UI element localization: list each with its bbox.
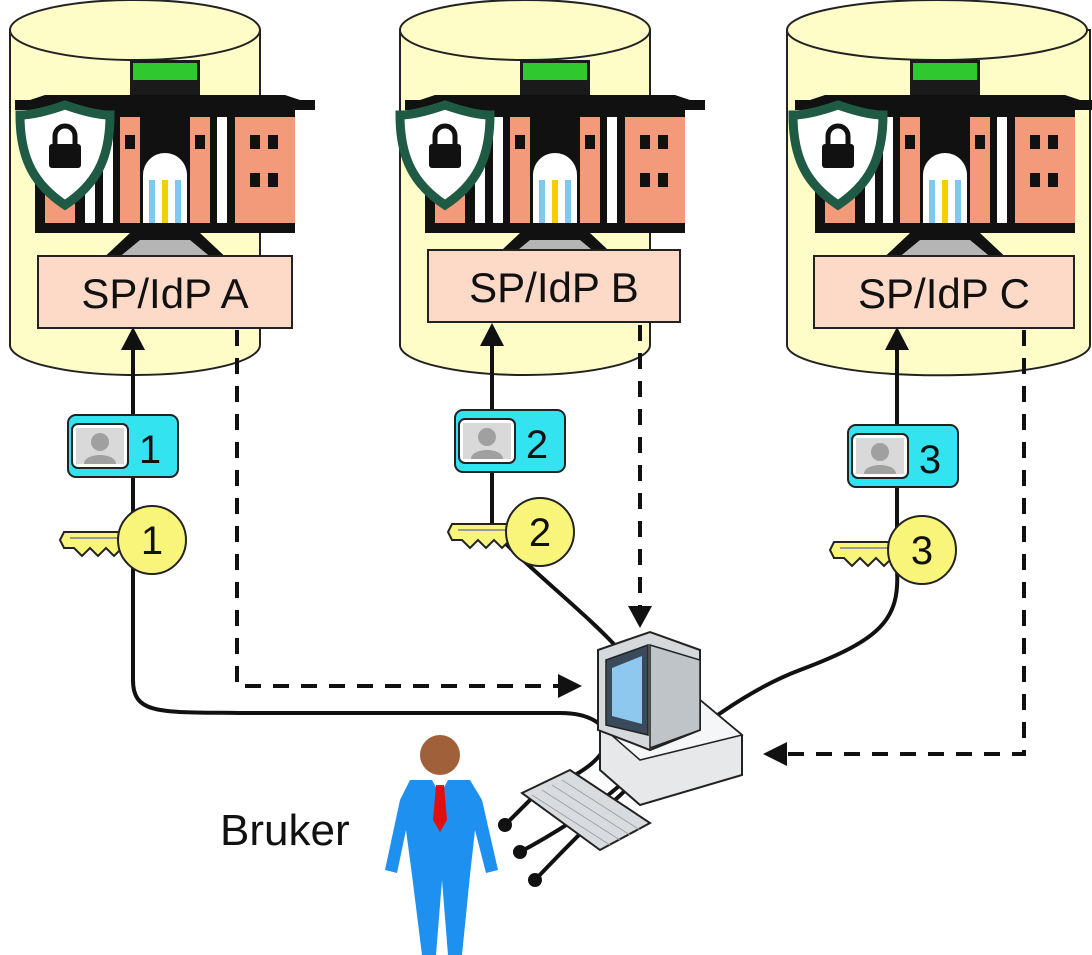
identity-badge-3: 3 bbox=[847, 424, 959, 488]
key-icon bbox=[829, 515, 957, 585]
badge-number: 3 bbox=[919, 438, 941, 482]
provider-c: SP/IdP C bbox=[786, 0, 1092, 377]
provider-label-box bbox=[813, 255, 1075, 329]
line-endpoint bbox=[498, 818, 512, 832]
provider-label-box bbox=[427, 249, 681, 323]
provider-label: SP/IdP C bbox=[858, 270, 1030, 317]
provider-label: SP/IdP A bbox=[81, 270, 248, 317]
user-badge-icon bbox=[71, 423, 129, 469]
arrowhead bbox=[558, 674, 582, 698]
key-icon bbox=[59, 505, 187, 575]
key-icon bbox=[447, 497, 575, 567]
key-2: 2 bbox=[447, 497, 575, 567]
user-badge-icon bbox=[851, 433, 909, 479]
arrowhead bbox=[480, 323, 504, 346]
provider-b: SP/IdP B bbox=[400, 0, 705, 376]
provider-label: SP/IdP B bbox=[469, 264, 639, 311]
arrowhead bbox=[121, 327, 145, 350]
arrowhead bbox=[763, 742, 787, 766]
login-line-a bbox=[131, 345, 609, 827]
person-icon bbox=[385, 735, 498, 955]
key-number: 3 bbox=[911, 529, 933, 573]
badge-number: 2 bbox=[526, 423, 548, 467]
dashed-arrow-a bbox=[235, 330, 560, 688]
key-number: 2 bbox=[529, 511, 551, 555]
computer-icon bbox=[520, 630, 744, 852]
identity-badge-2: 2 bbox=[454, 409, 566, 473]
key-number: 1 bbox=[141, 519, 163, 563]
user-badge-icon bbox=[458, 418, 516, 464]
key-1: 1 bbox=[59, 505, 187, 575]
identity-badge-1: 1 bbox=[67, 414, 179, 478]
dashed-arrows bbox=[235, 325, 1026, 756]
provider-label-box bbox=[37, 255, 293, 329]
badge-number: 1 bbox=[139, 428, 161, 472]
provider-a: SP/IdP A bbox=[9, 0, 315, 376]
user-label: Bruker bbox=[220, 806, 350, 855]
dashed-arrow-c bbox=[788, 330, 1026, 756]
key-3: 3 bbox=[829, 515, 957, 585]
line-endpoint bbox=[513, 845, 527, 859]
line-endpoint bbox=[528, 873, 542, 887]
arrowhead bbox=[885, 327, 909, 350]
arrowhead bbox=[628, 606, 652, 628]
